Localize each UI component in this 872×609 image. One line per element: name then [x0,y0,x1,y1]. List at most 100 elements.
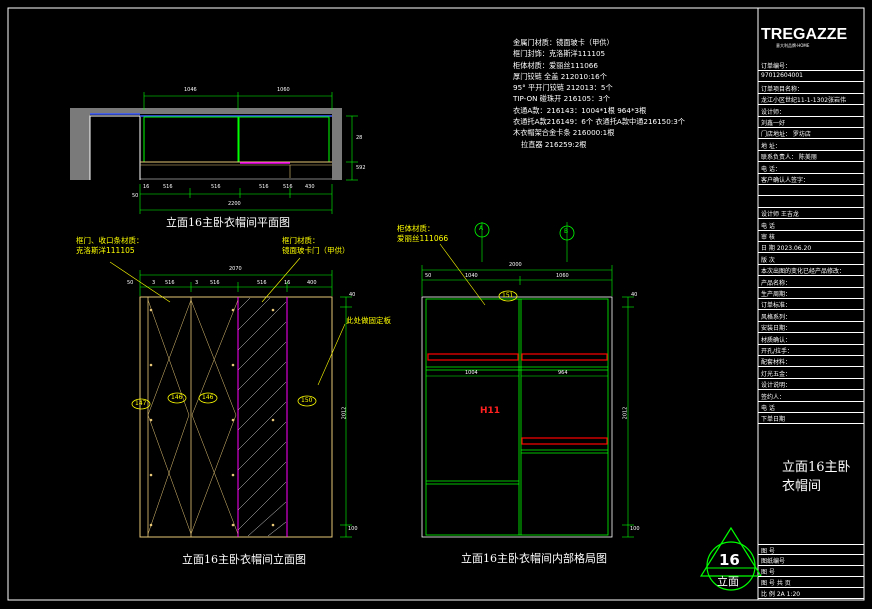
elevation-dim-sub: 400 [307,280,317,286]
title-block-row: 风格系列： [758,311,864,322]
sheet-number: 16 [719,551,740,569]
plan-dim-bottom: 50 [132,193,139,199]
title-block-row-text: 订单编号： [761,63,792,70]
title-block-row-text: 电 话 [761,405,775,412]
title-block-row: 联系负责人： 陈美丽 [758,151,864,163]
elevation-dim-sub: 50 [127,280,134,286]
title-block-row-text: 刘鑫一好 [761,120,786,127]
title-block-bottom-text: 图 号 [761,569,775,576]
sheet-border [7,7,865,601]
callout-b-label: B [564,228,569,235]
title-block-row: 设计师 王吉龙 [758,208,864,220]
title-block-row-text: 设计师： [761,108,786,116]
title-block-row-text: 版 次 [761,256,775,264]
plan-cabinet-left [143,116,239,163]
title-block-row-text: 客户确认人签字： [761,177,810,184]
elevation-dim-sub: 516 [257,280,267,286]
title-block-bottom-row: 比 例 2A 1:20 [758,588,864,599]
title-block-row-text: 签约人： [761,393,786,401]
interior-dim-sub: 1060 [556,273,569,279]
title-block-row-text: 生产周期： [761,291,792,298]
title-block-row-text: 订单标准： [761,302,792,310]
title-block-row: 设计说明： [758,379,864,391]
hinge-marks [149,308,275,527]
brand-logo: TREGAZZE [761,26,848,43]
title-block-row-text: 下单日期 [761,416,786,424]
note-line: 金属门材质：镜面玻卡（甲供） [513,38,614,47]
plan-dim-bottom: 516 [283,184,293,190]
elevation-annotation-left: 框门、收口条材质： 克洛斯洋111105 [76,236,144,255]
title-block-bottom-row: 图 号 共 页 [758,577,864,588]
title-block-row: 刘鑫一好 [758,117,864,128]
title-block-bottom-text: 图 号 [761,548,775,555]
interior-view [421,222,634,538]
note-line: 厚门铰链 全盖 212010:16个 [513,71,607,81]
plan-dim-bottom: 516 [259,184,269,190]
interior-outline [421,296,613,538]
plan-wall-outline [89,115,141,180]
interior-section-label: H11 [480,406,501,416]
elevation-title: 立面16主卧衣帽间立面图 [182,553,306,566]
title-block-row: 订单标准： [758,299,864,311]
elevation-dim-sub: 3 [152,280,156,286]
note-line: 柜体材质：爱丽丝111066 [513,60,598,70]
title-block-bottom-text: 图 号 共 页 [761,580,791,587]
interior-dim-side: 2012 [622,406,629,420]
title-block-row-text: 电 话 [761,222,775,230]
title-block-bottom-text: 图纸编号 [761,558,786,565]
elevation-dim-sub: 516 [210,280,220,286]
title-block-row-text: 联系负责人： 陈美丽 [761,154,817,162]
plan-wall-hatch [70,108,342,180]
title-block-row: 灯光五金： [758,368,864,379]
plan-dim-bottom: 516 [163,184,173,190]
door-swing-lines [147,299,239,535]
interior-dim-mid: 964 [558,370,568,376]
title-block-row: 电 话： [758,163,864,174]
elevation-annotation-right: 此处做固定板 [346,316,391,325]
title-block-row: 本次出图的变化已经产品修改： [758,265,864,277]
sheet-label: 立面 [717,575,739,588]
interior-dim-top: 2000 [509,262,522,268]
title-block-row: 电 话 [758,220,864,231]
title-block-row-text: 订单项目名称： [761,85,804,93]
title-block-row-text: 设计说明： [761,382,792,390]
title-block-row-text: 配套材料： [761,359,792,367]
section-callout-a [474,222,490,262]
title-block-row: 审 核 [758,231,864,242]
title-block-row-text: 开孔/拉手： [761,348,794,355]
title-block-row: 订单项目名称： [758,83,864,94]
title-block-row: 龙江小区世纪11-1-1302张岩伟 [758,94,864,106]
plan-cabinet-right [238,116,330,163]
title-block-row [758,197,864,208]
plan-dim-bottom: 516 [211,184,221,190]
drawing-title: 立面16主卧 衣帽间 [782,460,851,494]
title-block-row-text: 材质确认： [761,336,792,344]
title-block-row: 客户确认人签字： [758,174,864,185]
plan-dim-top-right: 1060 [277,87,290,93]
interior-dim-mid: 1004 [465,370,478,376]
title-block-row-text: 灯光五金： [761,370,792,378]
title-block-row [758,185,864,197]
title-block-row-text: 电 话： [761,165,781,173]
section-callout-b [559,222,575,262]
note-line: 衣通托A款216149：6个 衣通托A款中通216150:3个 [513,117,685,127]
elevation-tag: 146 [202,394,214,401]
title-block-row: 设计师： [758,106,864,117]
title-block-row: 开孔/拉手： [758,345,864,356]
brand-logo-sub: 意大利品牌·HOME [776,43,810,48]
title-block-row-text: 日 期 2023.06.20 [761,245,812,253]
title-block-row-text: 龙江小区世纪11-1-1302张岩伟 [761,97,847,105]
sheet-number-marker [699,526,763,591]
interior-dim-sub: 1040 [465,273,478,279]
interior-dim-side: 40 [631,292,638,298]
title-block-row-text: 本次出图的变化已经产品修改： [761,268,846,276]
title-block-bottom-text: 比 例 2A 1:20 [761,591,801,598]
title-block-row-text: 安装日期： [761,325,792,333]
interior-dim-sub: 50 [425,273,432,279]
elevation-tag: 147 [135,400,147,407]
interior-tag-label: 151 [502,292,514,299]
interior-dim-side: 100 [630,526,640,532]
note-line: 拉直器 216259:2根 [521,139,587,149]
note-line: 框门封饰：克洛斯洋111105 [513,49,606,59]
